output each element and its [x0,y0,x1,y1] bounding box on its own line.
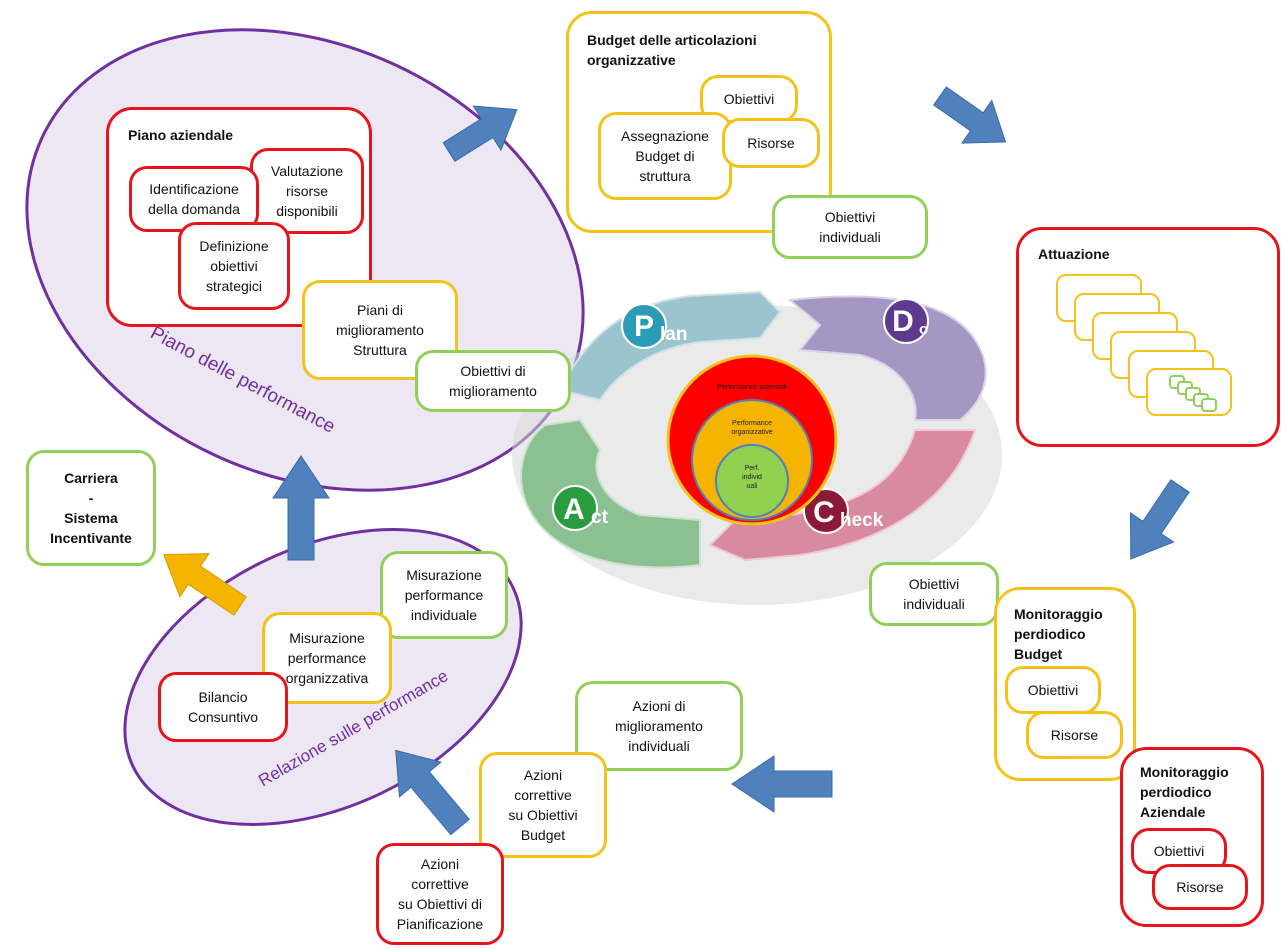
bilancio-consuntivo-box: Bilancio Consuntivo [158,672,288,742]
misurazione-individuale-box: Misurazione performance individuale [380,551,508,639]
performance-aziendali-label: Performance aziendali [717,384,787,391]
act-letter-circle [552,485,598,531]
arrow-relazione-to-piano [272,455,330,561]
check-arrow [708,429,977,562]
act-arrow [520,418,701,569]
budget-risorse-box: Risorse [722,118,820,168]
monitoraggio-budget-title: Monitoraggio perdiodico Budget [1014,606,1103,662]
do-suffix: o [919,321,928,338]
act-letter: A [563,493,585,526]
attuazione-mini-card [1201,398,1217,412]
monitoraggio-obiettivi-individuali-box: Obiettivi individuali [869,562,999,626]
monitoraggio-budget-obiettivi-box: Obiettivi [1005,666,1101,714]
misurazione-organizzativa-box: Misurazione performance organizzativa [262,612,392,704]
azioni-correttive-budget-box: Azioni correttive su Obiettivi Budget [479,752,607,858]
arrow-to-carriera [163,553,247,616]
budget-title: Budget delle articolazioni organizzative [587,32,757,68]
arrow-to-azioni-miglioramento [731,755,833,813]
obiettivi-miglioramento-box: Obiettivi di miglioramento [415,350,571,412]
definizione-obiettivi-box: Definizione obiettivi strategici [178,222,290,310]
azioni-correttive-pianificazione-box: Azioni correttive su Obiettivi di Pianif… [376,843,504,945]
performance-individuali-circle [715,444,789,518]
arrow-piano-to-budget [442,105,518,163]
arrow-budget-to-attuazione [932,86,1007,144]
attuazione-title: Attuazione [1038,246,1110,262]
check-letter: C [813,496,835,529]
plan-suffix: lan [660,324,687,345]
check-suffix: heck [840,510,884,531]
assegnazione-budget-box: Assegnazione Budget di struttura [598,112,732,200]
obiettivi-individuali-box: Obiettivi individuali [772,195,928,259]
plan-letter: P [634,310,654,343]
piano-aziendale-title: Piano aziendale [128,127,234,143]
check-letter-circle [803,488,849,534]
plan-arrow [558,290,782,402]
do-arrow [787,295,987,421]
carriera-box: Carriera - Sistema Incentivante [26,450,156,566]
act-suffix: ct [591,507,609,528]
monitoraggio-aziendale-risorse-box: Risorse [1152,864,1248,910]
monitoraggio-budget-risorse-box: Risorse [1026,711,1123,759]
do-letter-circle [883,298,929,344]
arrow-attuazione-to-monitoraggio [1129,479,1190,560]
plan-letter-circle [621,303,667,349]
do-letter: D [892,305,914,338]
arrow-azioni-to-relazione [395,749,470,836]
monitoraggio-aziendale-title: Monitoraggio perdiodico Aziendale [1140,764,1229,820]
azioni-miglioramento-individuali-box: Azioni di miglioramento individuali [575,681,743,771]
